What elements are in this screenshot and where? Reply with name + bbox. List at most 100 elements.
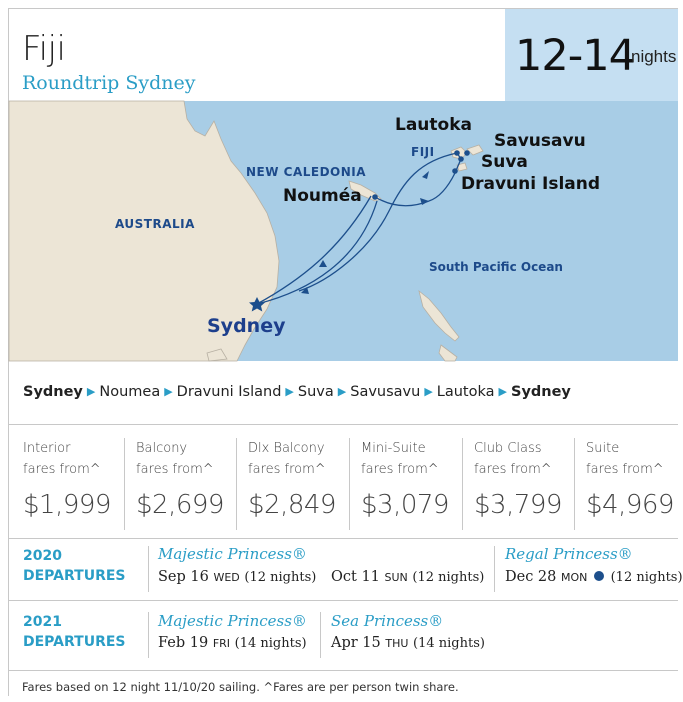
header: Fiji Roundtrip Sydney 12-14 nights	[9, 9, 678, 101]
divider	[9, 670, 678, 671]
home-port-star	[249, 297, 265, 312]
divider	[9, 538, 678, 539]
column-separator	[148, 546, 149, 592]
sailing-dow: MON	[561, 571, 588, 584]
map-label-sydney: Sydney	[207, 315, 286, 337]
fare-price: $2,849	[248, 490, 336, 520]
sailing-dow: FRI	[212, 637, 231, 650]
fare-category: Suite	[586, 441, 620, 456]
map-graphic	[8, 100, 484, 362]
map-label-fiji: FIJI	[411, 145, 435, 159]
fare-from: fares from^	[586, 462, 664, 477]
column-separator	[494, 546, 495, 592]
fare-category: Club Class	[474, 441, 542, 456]
fare-from: fares from^	[474, 462, 552, 477]
map-label-noumea: Nouméa	[283, 186, 362, 206]
map-label-australia: AUSTRALIA	[115, 217, 195, 231]
fiji-landmass	[450, 144, 484, 172]
map-label-dravuni: Dravuni Island	[461, 174, 601, 194]
sailing-nights: (14 nights)	[234, 636, 307, 651]
nights-word: nights	[631, 47, 677, 66]
ship-name: Majestic Princess®	[158, 545, 307, 563]
fare-suite: Suite fares from^ $4,969	[574, 438, 674, 530]
sailing: Sep 16 WED (12 nights)	[158, 569, 316, 585]
sailing: Apr 15 THU (14 nights)	[331, 635, 485, 651]
tasmania-landmass	[206, 348, 228, 362]
route-map: Lautoka Savusavu Suva Dravuni Island Nou…	[8, 100, 678, 362]
sailing-nights: (14 nights)	[413, 636, 485, 651]
fare-mini-suite: Mini-Suite fares from^ $3,079	[349, 438, 449, 530]
fare-club-class: Club Class fares from^ $3,799	[462, 438, 562, 530]
fare-from: fares from^	[23, 462, 101, 477]
itinerary-stop: Suva	[297, 384, 334, 400]
itinerary-stop: Savusavu	[350, 384, 421, 400]
destination-title: Fiji	[22, 29, 66, 69]
column-separator	[148, 612, 149, 658]
sailing-dow: THU	[385, 637, 409, 650]
itinerary-line: Sydney▶Noumea▶Dravuni Island▶Suva▶Savusa…	[23, 384, 571, 400]
port-dot-suva	[458, 156, 464, 162]
route-arrow	[420, 198, 429, 205]
fare-category: Balcony	[136, 441, 188, 456]
fare-price: $3,799	[474, 490, 562, 520]
map-label-lautoka: Lautoka	[395, 115, 472, 135]
fare-price: $4,969	[586, 490, 674, 520]
fare-price: $2,699	[136, 490, 224, 520]
fare-balcony: Balcony fares from^ $2,699	[124, 438, 224, 530]
fare-price: $1,999	[23, 490, 111, 520]
departure-label: DEPARTURES	[23, 568, 126, 584]
new-zealand-landmass	[418, 289, 460, 362]
divider	[9, 600, 678, 601]
fare-from: fares from^	[361, 462, 439, 477]
itinerary-stop: Noumea	[99, 384, 161, 400]
sailing-date: Sep 16	[158, 569, 209, 585]
sailing: Dec 28 MON (12 nights)	[505, 569, 683, 585]
australia-landmass	[8, 100, 280, 362]
map-label-new-caledonia: NEW CALEDONIA	[246, 165, 367, 179]
fare-from: fares from^	[248, 462, 326, 477]
departure-year: 2020	[23, 548, 62, 564]
itinerary-stop: Sydney	[511, 384, 571, 400]
port-dot-noumea	[372, 194, 378, 200]
divider	[9, 424, 678, 425]
departure-year: 2021	[23, 614, 62, 630]
map-label-ocean: South Pacific Ocean	[429, 260, 563, 274]
nights-badge: 12-14 nights	[505, 9, 678, 101]
sailing: Feb 19 FRI (14 nights)	[158, 635, 307, 651]
sailing-nights: (12 nights)	[610, 570, 683, 585]
sailing-date: Dec 28	[505, 569, 557, 585]
sailing-nights: (12 nights)	[412, 570, 485, 585]
fare-from: fares from^	[136, 462, 214, 477]
departures-year-2021: 2021 DEPARTURES	[23, 612, 126, 652]
fare-price: $3,079	[361, 490, 449, 520]
sailing-date: Oct 11	[331, 569, 380, 585]
itinerary-stop: Dravuni Island	[176, 384, 282, 400]
port-dot-dravuni	[452, 168, 458, 174]
port-dot-savusavu	[464, 150, 470, 156]
sailing-dow: WED	[213, 571, 240, 584]
departure-label: DEPARTURES	[23, 634, 126, 650]
map-label-suva: Suva	[481, 152, 528, 172]
route-arrow	[319, 260, 327, 267]
ship-name: Sea Princess®	[331, 612, 444, 630]
fare-interior: Interior fares from^ $1,999	[12, 438, 111, 530]
fare-category: Interior	[23, 441, 71, 456]
ship-name: Regal Princess®	[505, 545, 633, 563]
destination-subtitle: Roundtrip Sydney	[22, 72, 196, 94]
itinerary-stop: Sydney	[23, 384, 83, 400]
sailing-date: Apr 15	[331, 635, 381, 651]
sailing-nights: (12 nights)	[244, 570, 317, 585]
sailing-date: Feb 19	[158, 635, 209, 651]
nights-count: 12-14	[515, 31, 636, 81]
fare-category: Dlx Balcony	[248, 441, 325, 456]
itinerary-stop: Lautoka	[436, 384, 495, 400]
port-dot-lautoka	[454, 150, 460, 156]
fare-dlx-balcony: Dlx Balcony fares from^ $2,849	[236, 438, 336, 530]
column-separator	[320, 612, 321, 658]
ship-name: Majestic Princess®	[158, 612, 307, 630]
route-arrow	[301, 287, 309, 294]
footnote: Fares based on 12 night 11/10/20 sailing…	[22, 680, 459, 694]
route-arrow	[422, 171, 429, 179]
departures-year-2020: 2020 DEPARTURES	[23, 546, 126, 586]
special-sailing-dot-icon	[594, 571, 604, 581]
